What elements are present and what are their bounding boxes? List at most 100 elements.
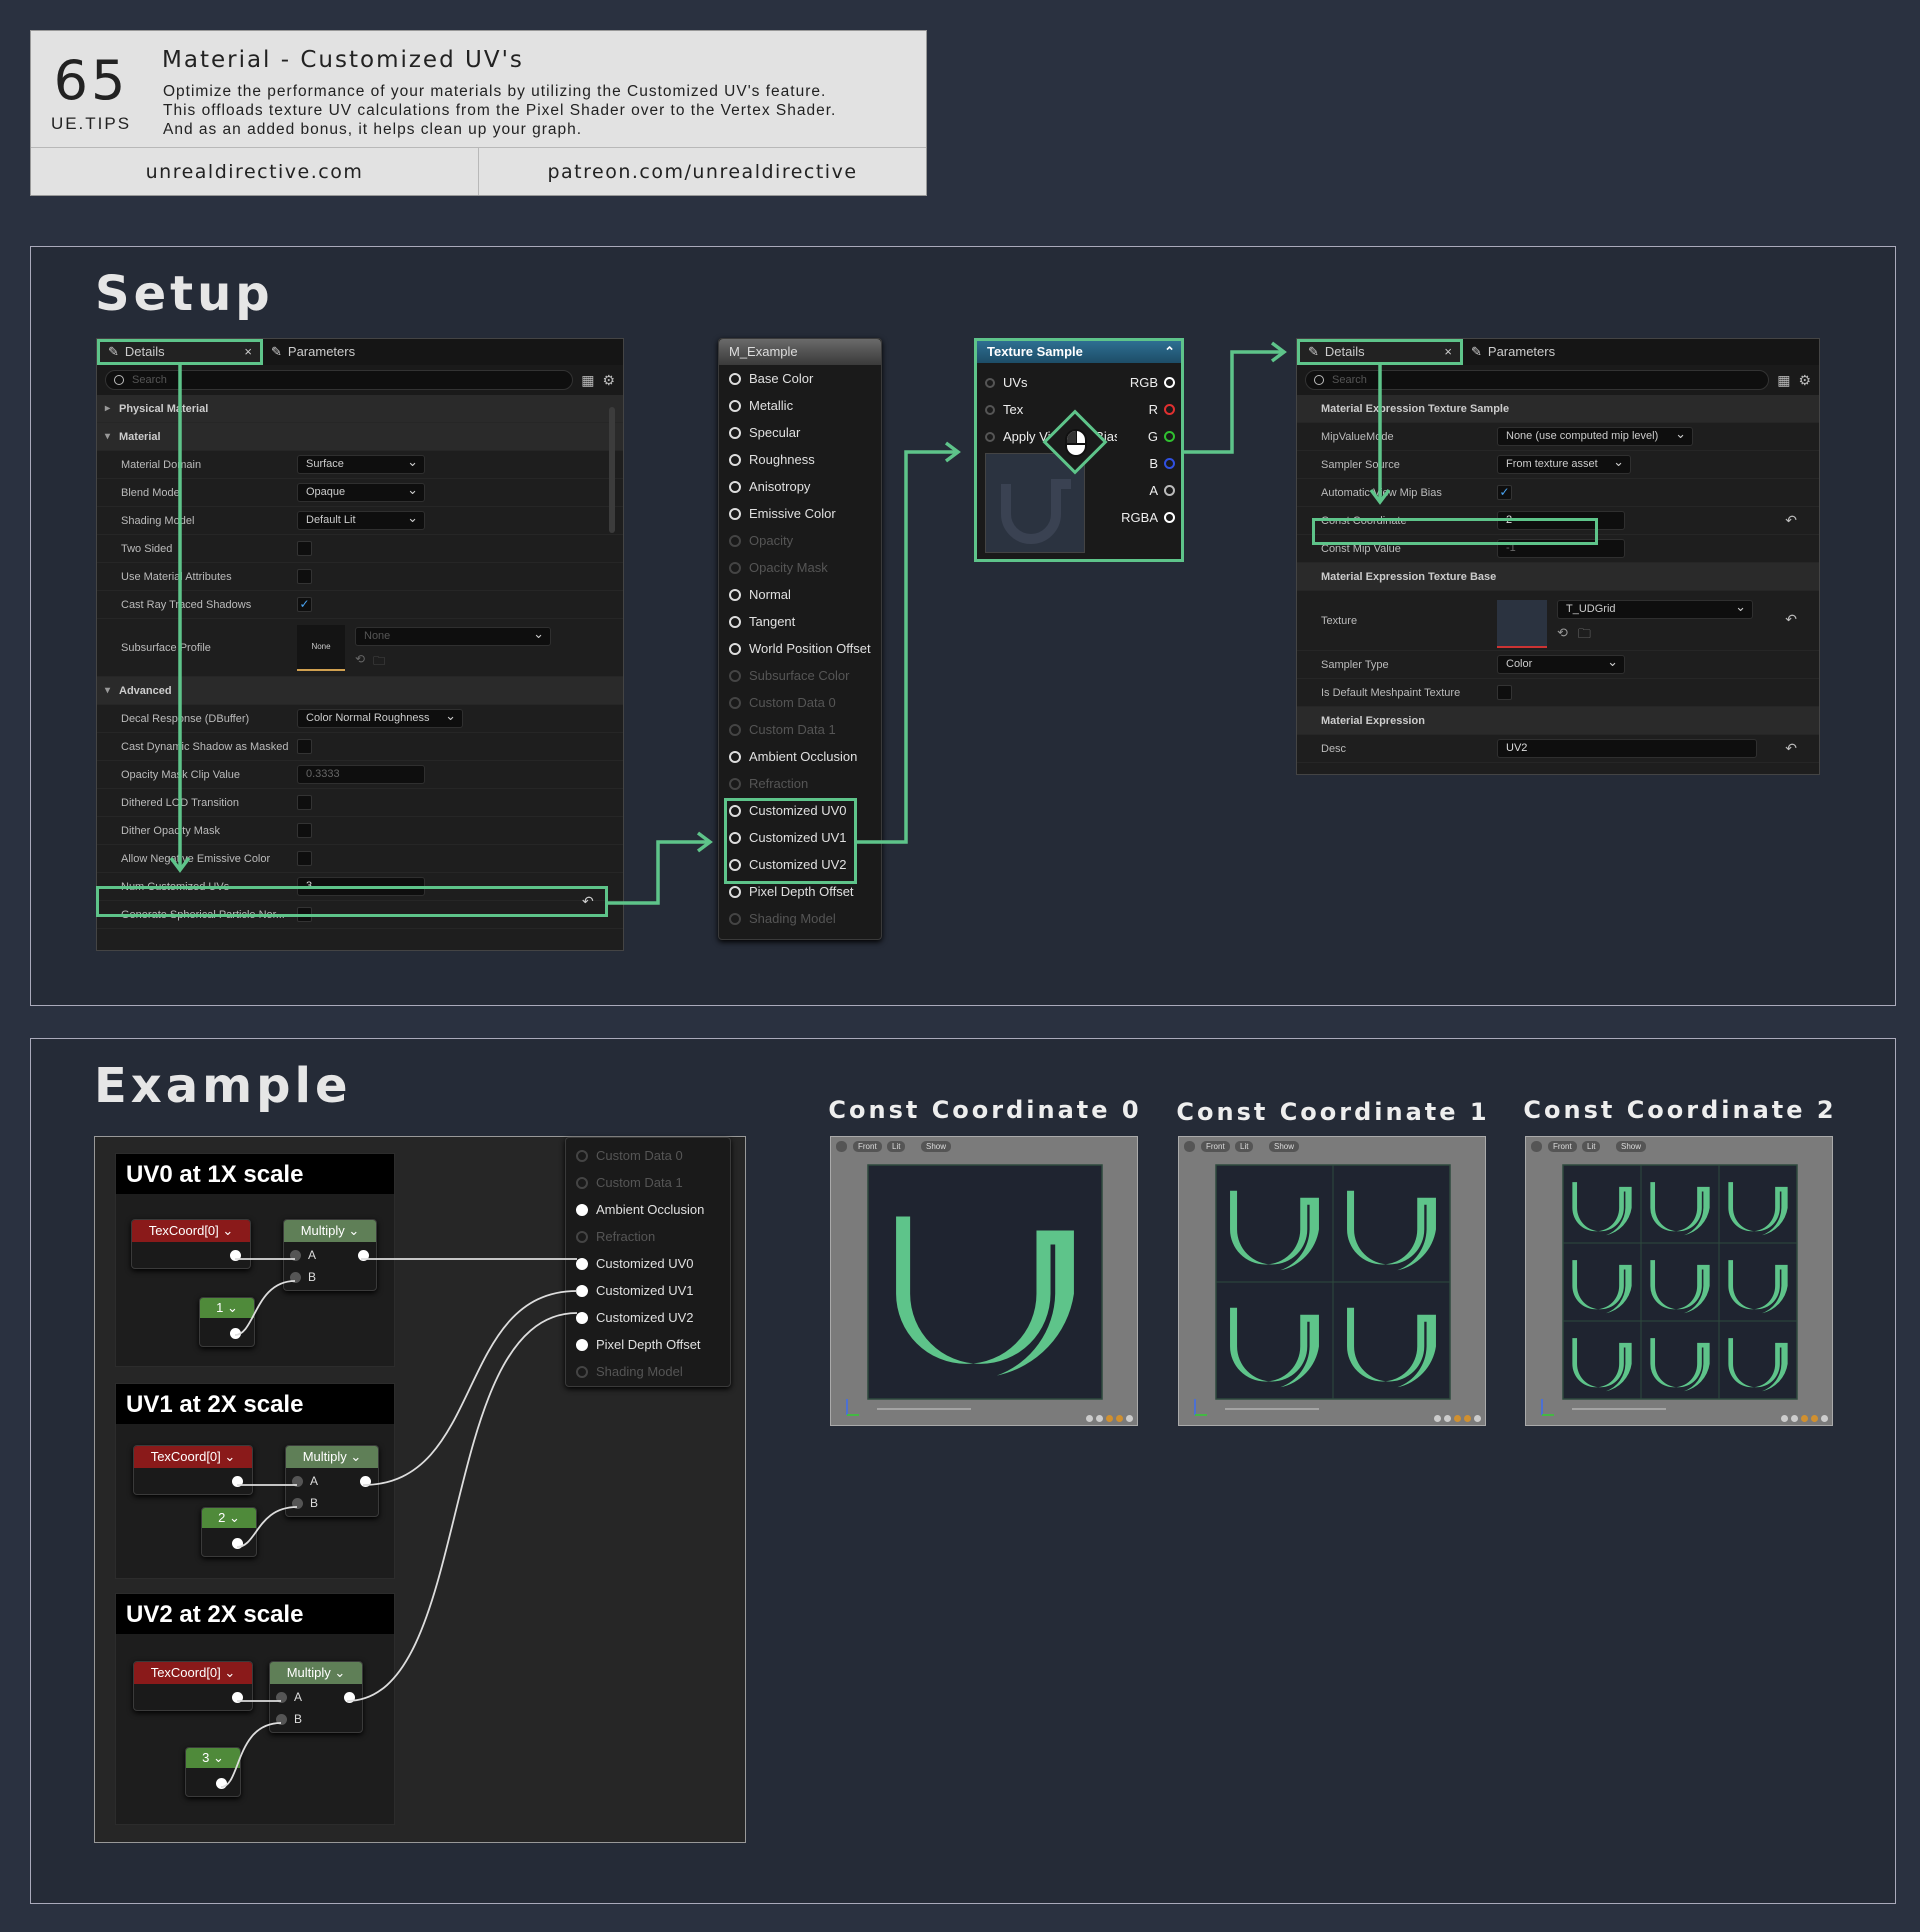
gear-icon[interactable]: ⚙ <box>1798 371 1811 388</box>
use-selected-icon[interactable]: ⟲ <box>1557 624 1568 640</box>
chevron-down-icon[interactable]: ⌄ <box>226 1300 238 1315</box>
property-checkbox[interactable]: ✓ <box>297 597 312 612</box>
viewport-menu-icon[interactable] <box>836 1141 847 1152</box>
material-input-pin[interactable]: Specular <box>719 419 881 446</box>
status-dot-icon[interactable] <box>1464 1415 1471 1422</box>
status-dot-icon[interactable] <box>1116 1415 1123 1422</box>
material-input-pin[interactable]: Customized UV0 <box>566 1250 730 1277</box>
tab-details[interactable]: ✎Details × <box>1297 339 1463 365</box>
multiply-node[interactable]: Multiply ⌄ A B <box>285 1445 379 1517</box>
viewport-lit-button[interactable]: Lit <box>887 1141 906 1152</box>
grid-view-icon[interactable]: ▦ <box>1777 371 1791 388</box>
sampler-type-dropdown[interactable]: Color <box>1497 653 1625 674</box>
input-pin-b[interactable] <box>292 1498 303 1509</box>
search-input[interactable]: Search <box>1305 370 1770 390</box>
output-pin[interactable] <box>232 1538 243 1549</box>
material-input-pin[interactable]: Anisotropy <box>719 473 881 500</box>
input-pin-b[interactable] <box>290 1272 301 1283</box>
mip-value-mode-dropdown[interactable]: None (use computed mip level) <box>1497 425 1693 446</box>
close-icon[interactable]: × <box>1444 344 1452 359</box>
material-input-pin[interactable]: Customized UV1 <box>566 1277 730 1304</box>
chevron-down-icon[interactable]: ▾ <box>105 431 111 442</box>
material-input-pin[interactable]: Pixel Depth Offset <box>719 878 881 905</box>
output-pin[interactable] <box>230 1328 241 1339</box>
category-texture-sample[interactable]: Material Expression Texture Sample <box>1297 395 1819 423</box>
status-dot-icon[interactable] <box>1791 1415 1798 1422</box>
viewport-menu-icon[interactable] <box>1184 1141 1195 1152</box>
chevron-down-icon[interactable]: ⌄ <box>212 1750 224 1765</box>
chevron-down-icon[interactable]: ⌄ <box>224 1665 236 1680</box>
sampler-source-dropdown[interactable]: From texture asset <box>1497 453 1631 474</box>
viewport-front-button[interactable]: Front <box>1201 1141 1230 1152</box>
texture-thumbnail[interactable] <box>1497 599 1547 648</box>
meshpaint-checkbox[interactable] <box>1497 685 1512 700</box>
search-input[interactable]: Search <box>105 370 574 390</box>
scrollbar-thumb[interactable] <box>609 407 615 533</box>
status-dot-icon[interactable] <box>1801 1415 1808 1422</box>
input-uvs[interactable]: UVs <box>985 369 1121 396</box>
use-selected-icon[interactable]: ⟲ <box>355 651 366 666</box>
output-pin[interactable] <box>344 1692 355 1703</box>
material-input-pin[interactable]: Normal <box>719 581 881 608</box>
output-pin[interactable] <box>216 1778 227 1789</box>
material-input-pin[interactable]: Refraction <box>719 770 881 797</box>
browse-folder-icon[interactable]: 🗀 <box>1577 625 1591 641</box>
material-input-pin[interactable]: Tangent <box>719 608 881 635</box>
subsurface-profile-dropdown[interactable]: None <box>355 625 551 646</box>
desc-input[interactable]: UV2 <box>1497 739 1757 758</box>
status-dot-icon[interactable] <box>1434 1415 1441 1422</box>
tab-parameters[interactable]: ✎Parameters <box>1463 339 1563 365</box>
property-dropdown[interactable]: Default Lit <box>297 509 425 530</box>
chevron-down-icon[interactable]: ⌄ <box>228 1510 240 1525</box>
output-pin-rgb[interactable]: RGB <box>1121 369 1175 396</box>
status-dot-icon[interactable] <box>1821 1415 1828 1422</box>
material-input-pin[interactable]: Custom Data 1 <box>566 1169 730 1196</box>
property-number-input[interactable]: 0.3333 <box>297 765 425 784</box>
reset-icon[interactable]: ↶ <box>582 893 594 909</box>
chevron-down-icon[interactable]: ⌄ <box>348 1223 360 1238</box>
viewport-show-button[interactable]: Show <box>1269 1141 1300 1152</box>
category-material-expression[interactable]: Material Expression <box>1297 707 1819 735</box>
viewport-lit-button[interactable]: Lit <box>1582 1141 1601 1152</box>
status-dot-icon[interactable] <box>1454 1415 1461 1422</box>
property-checkbox[interactable] <box>297 795 312 810</box>
viewport-lit-button[interactable]: Lit <box>1235 1141 1254 1152</box>
material-input-pin[interactable]: Subsurface Color <box>719 662 881 689</box>
material-input-pin[interactable]: World Position Offset <box>719 635 881 662</box>
close-icon[interactable]: × <box>244 344 252 359</box>
material-input-pin[interactable]: Customized UV1 <box>719 824 881 851</box>
property-checkbox[interactable] <box>297 569 312 584</box>
output-pin-g[interactable]: G <box>1121 423 1175 450</box>
material-input-pin[interactable]: Pixel Depth Offset <box>566 1331 730 1358</box>
browse-folder-icon[interactable]: 🗀 <box>373 653 386 668</box>
category-row[interactable]: Advanced▾ <box>97 677 623 705</box>
material-input-pin[interactable]: Shading Model <box>719 905 881 932</box>
reset-icon[interactable]: ↶ <box>1785 512 1797 528</box>
chevron-down-icon[interactable]: ▾ <box>105 685 111 696</box>
auto-mip-bias-checkbox[interactable]: ✓ <box>1497 485 1512 500</box>
viewport-show-button[interactable]: Show <box>1616 1141 1647 1152</box>
multiply-node[interactable]: Multiply ⌄ A B <box>269 1661 363 1733</box>
gear-icon[interactable]: ⚙ <box>602 371 615 388</box>
material-input-pin[interactable]: Ambient Occlusion <box>566 1196 730 1223</box>
property-checkbox[interactable] <box>297 739 312 754</box>
website-link[interactable]: unrealdirective.com <box>31 148 479 195</box>
property-dropdown[interactable]: Opaque <box>297 481 425 502</box>
output-pin[interactable] <box>230 1250 241 1261</box>
material-preview-viewport[interactable]: Front Lit Show <box>1178 1136 1486 1426</box>
status-dot-icon[interactable] <box>1444 1415 1451 1422</box>
texture-sample-node[interactable]: Texture Sample ⌃ UVs Tex Apply View Mip … <box>974 338 1184 562</box>
material-input-pin[interactable]: Custom Data 0 <box>566 1142 730 1169</box>
texcoord-node[interactable]: TexCoord[0] ⌄ <box>133 1445 253 1495</box>
output-pin[interactable] <box>232 1692 243 1703</box>
material-input-pin[interactable]: Customized UV2 <box>566 1304 730 1331</box>
material-input-pin[interactable]: Shading Model <box>566 1358 730 1385</box>
output-pin[interactable] <box>358 1250 369 1261</box>
constant-node[interactable]: 2 ⌄ <box>201 1507 257 1557</box>
material-input-pin[interactable]: Metallic <box>719 392 881 419</box>
property-dropdown[interactable]: Color Normal Roughness <box>297 707 463 728</box>
viewport-show-button[interactable]: Show <box>921 1141 952 1152</box>
